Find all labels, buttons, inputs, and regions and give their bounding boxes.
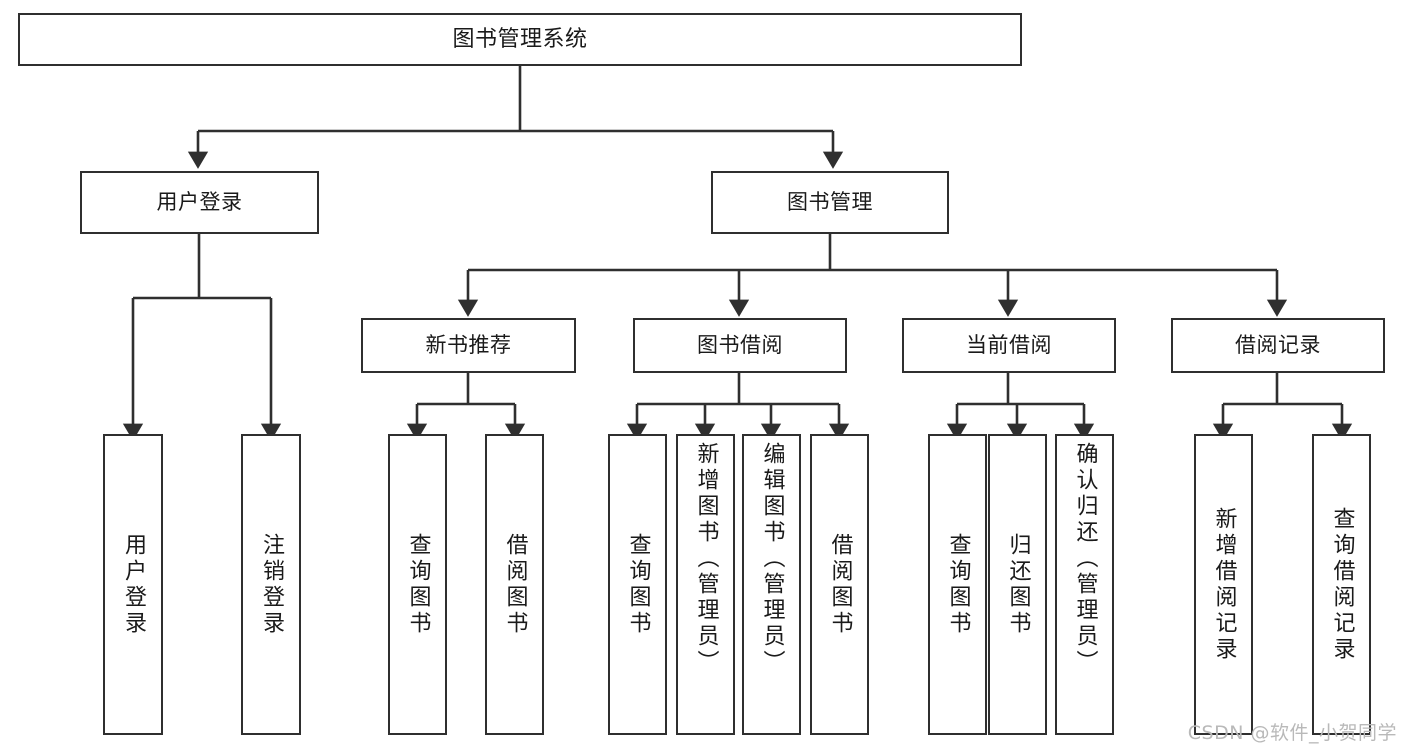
node-label: 编辑图书（管理员） xyxy=(759,442,785,676)
leaf-edit-book-admin[interactable]: 编辑图书（管理员） xyxy=(742,434,801,735)
node-label: 查询图书 xyxy=(945,532,971,637)
node-label: 归还图书 xyxy=(1005,532,1031,637)
leaf-add-borrow-record[interactable]: 新增借阅记录 xyxy=(1194,434,1253,735)
node-label: 借阅图书 xyxy=(502,532,528,637)
leaf-borrow-book-recommend[interactable]: 借阅图书 xyxy=(485,434,544,735)
leaf-query-borrow-record[interactable]: 查询借阅记录 xyxy=(1312,434,1371,735)
node-book-manage[interactable]: 图书管理 xyxy=(711,171,949,234)
leaf-confirm-return-admin[interactable]: 确认归还（管理员） xyxy=(1055,434,1114,735)
node-label: 查询借阅记录 xyxy=(1329,506,1355,663)
node-user-login[interactable]: 用户登录 xyxy=(80,171,319,234)
leaf-query-book-recommend[interactable]: 查询图书 xyxy=(388,434,447,735)
node-label: 新书推荐 xyxy=(425,333,512,358)
leaf-user-login[interactable]: 用户登录 xyxy=(103,434,163,735)
leaf-borrow-book-borrow[interactable]: 借阅图书 xyxy=(810,434,869,735)
node-label: 当前借阅 xyxy=(966,333,1052,358)
leaf-return-book[interactable]: 归还图书 xyxy=(988,434,1047,735)
node-label: 用户登录 xyxy=(121,532,146,637)
node-borrow-record[interactable]: 借阅记录 xyxy=(1171,318,1385,373)
node-label: 新增图书（管理员） xyxy=(693,442,719,676)
node-label: 借阅图书 xyxy=(827,532,853,637)
leaf-query-book-current[interactable]: 查询图书 xyxy=(928,434,987,735)
csdn-watermark: CSDN @软件_小贺同学 xyxy=(1187,722,1397,744)
node-label: 图书管理 xyxy=(787,190,873,215)
node-label: 新增借阅记录 xyxy=(1211,506,1237,663)
node-label: 查询图书 xyxy=(405,532,431,637)
leaf-add-book-admin[interactable]: 新增图书（管理员） xyxy=(676,434,735,735)
node-label: 图书借阅 xyxy=(697,333,783,358)
node-new-book-recommend[interactable]: 新书推荐 xyxy=(361,318,576,373)
node-root-system[interactable]: 图书管理系统 xyxy=(18,13,1022,66)
node-label: 图书管理系统 xyxy=(452,26,588,52)
node-book-borrow[interactable]: 图书借阅 xyxy=(633,318,847,373)
node-label: 查询图书 xyxy=(625,532,651,637)
leaf-query-book-borrow[interactable]: 查询图书 xyxy=(608,434,667,735)
node-label: 用户登录 xyxy=(156,190,243,215)
node-label: 确认归还（管理员） xyxy=(1072,442,1098,676)
node-label: 注销登录 xyxy=(259,532,284,637)
leaf-user-logout[interactable]: 注销登录 xyxy=(241,434,301,735)
node-label: 借阅记录 xyxy=(1235,333,1321,358)
node-current-borrow[interactable]: 当前借阅 xyxy=(902,318,1116,373)
